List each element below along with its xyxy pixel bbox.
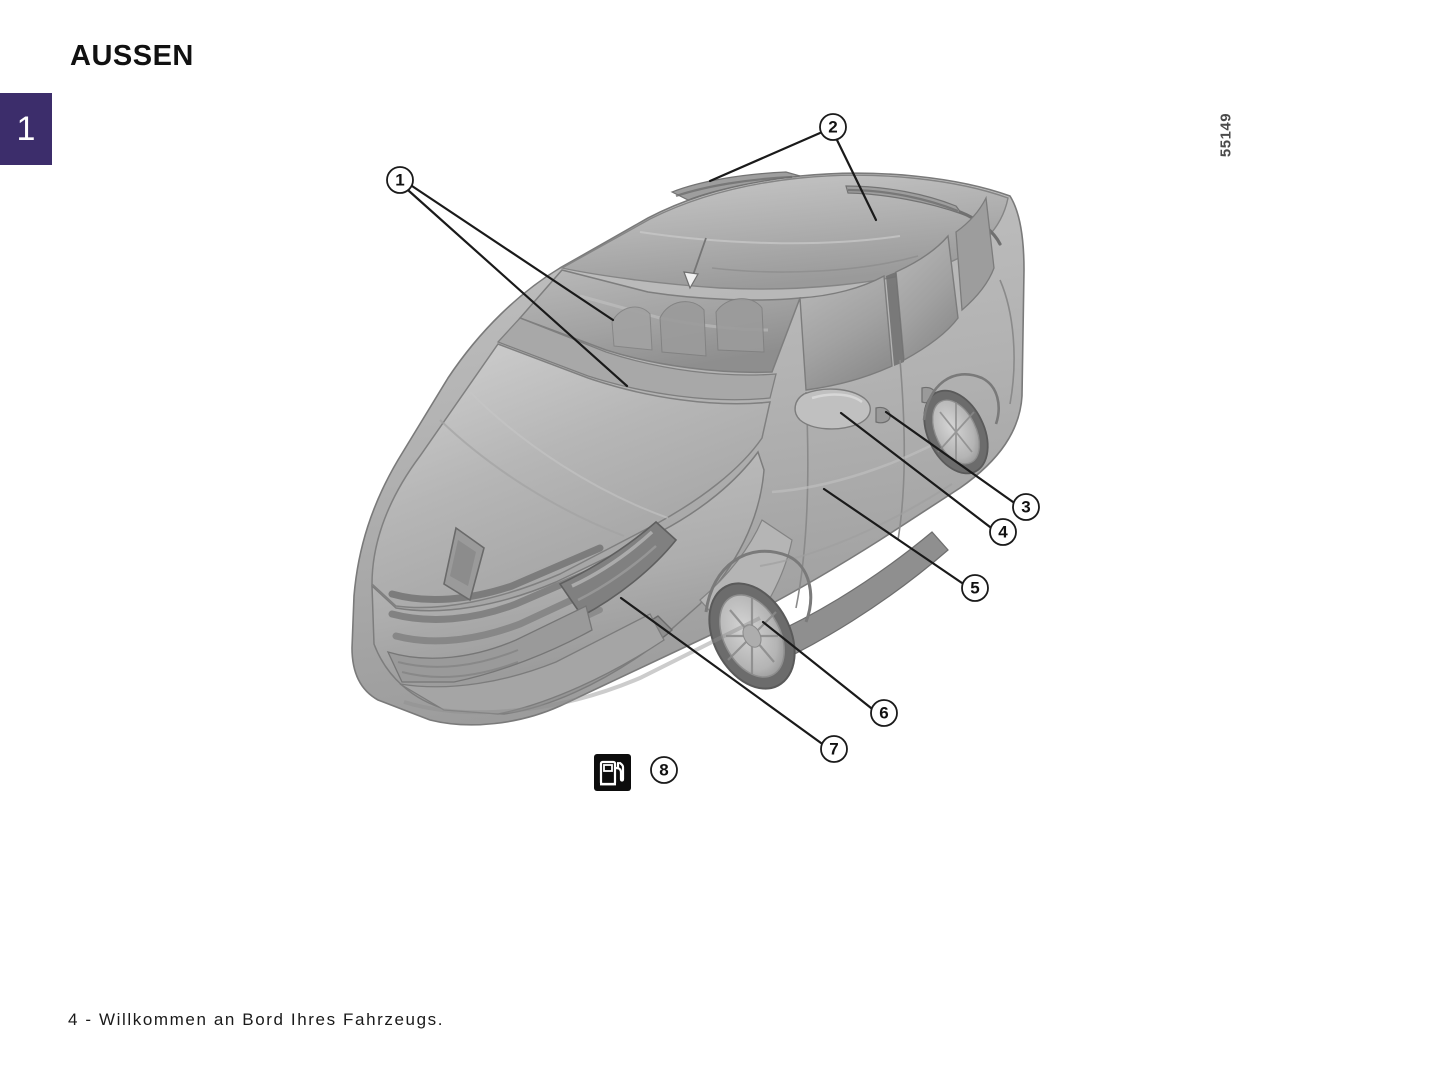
- chapter-tab: 1: [0, 93, 52, 165]
- callout-2[interactable]: 2: [819, 113, 847, 141]
- fog-lamp-bezel: [594, 615, 674, 671]
- cowl-panel: [496, 317, 777, 401]
- callout-1[interactable]: 1: [386, 166, 414, 194]
- leader-lines: [407, 131, 1015, 745]
- headlamp-drl: [577, 545, 657, 602]
- callout-7[interactable]: 7: [820, 735, 848, 763]
- door-handle-front: [875, 406, 891, 424]
- roof-rail-right-shadow: [847, 188, 959, 213]
- quarter-window: [955, 195, 995, 312]
- windscreen-wiper-arm: [519, 399, 697, 443]
- bonnet-crease-left: [439, 419, 625, 537]
- leader-4: [839, 411, 992, 529]
- fuel-pump-glyph: [599, 760, 625, 786]
- bonnet: [371, 343, 771, 609]
- fuel-pump-icon: [594, 754, 631, 791]
- side-crease: [771, 428, 961, 494]
- headlamp: [558, 520, 678, 618]
- page-footer: 4 - Willkommen an Bord Ihres Fahrzeugs.: [68, 1010, 445, 1029]
- windscreen-reflection: [579, 294, 769, 332]
- callout-8[interactable]: 8: [650, 756, 678, 784]
- chapter-number: 1: [16, 110, 36, 148]
- renault-logo-inner: [450, 540, 476, 586]
- fog-lamp-arrow: [613, 639, 647, 663]
- bumper-mesh: [397, 649, 519, 678]
- leader-2b: [835, 138, 878, 222]
- rear-wheel: [923, 389, 989, 475]
- front-fender: [699, 519, 793, 643]
- vehicle-silhouette: [351, 172, 1025, 726]
- front-bumper-skirt: [399, 613, 665, 715]
- rear-wheel-arch: [922, 373, 1000, 425]
- roof-seam: [711, 255, 919, 273]
- interior-seats: [611, 298, 765, 357]
- leader-1b: [407, 189, 629, 388]
- side-lower-crease: [759, 483, 953, 567]
- front-wheel: [708, 582, 796, 690]
- leader-2a: [708, 131, 822, 183]
- door-mirror-highlight: [811, 393, 863, 404]
- callout-3[interactable]: 3: [1012, 493, 1040, 521]
- front-fascia: [371, 450, 765, 715]
- door-shutline-rear: [897, 359, 906, 541]
- rear-quarter-edge: [999, 279, 1015, 405]
- front-wheel-arch: [704, 549, 813, 623]
- door-shutline-front: [795, 391, 809, 609]
- leader-1a: [410, 184, 615, 322]
- reference-code: 55149: [1213, 95, 1239, 175]
- callout-8-label: 8: [659, 761, 668, 780]
- callout-7-label: 7: [829, 740, 838, 759]
- windscreen: [518, 269, 802, 374]
- roof-ridge: [639, 231, 901, 245]
- roof-rail-left: [670, 171, 801, 201]
- roof-panel: [560, 174, 1009, 290]
- leader-5: [822, 487, 964, 585]
- roof-rail-rear: [958, 210, 1002, 246]
- b-pillar: [886, 272, 904, 366]
- bonnet-crease-right: [469, 391, 669, 519]
- roof-rail-right: [845, 185, 964, 216]
- renault-logo: [443, 526, 485, 602]
- callout-6[interactable]: 6: [870, 699, 898, 727]
- leader-6: [761, 620, 873, 710]
- callout-2-label: 2: [828, 118, 837, 137]
- roof-rail-left-shadow: [675, 175, 793, 198]
- callout-markers: 1 2 3 4 5 6 7: [386, 113, 1040, 784]
- door-mirror: [794, 388, 871, 430]
- callout-4[interactable]: 4: [989, 518, 1017, 546]
- reference-code-text: 55149: [1217, 112, 1235, 158]
- windscreen-wiper: [505, 389, 693, 441]
- door-handle-rear: [921, 386, 937, 404]
- leader-7: [619, 596, 823, 745]
- page-title: AUSSEN: [70, 40, 194, 72]
- rear-side-window: [895, 234, 959, 362]
- callout-3-label: 3: [1021, 498, 1030, 517]
- roof-arrow: [683, 237, 707, 290]
- underbody-shadow: [403, 616, 761, 715]
- lower-bumper-intake: [386, 605, 593, 683]
- leader-3: [884, 410, 1015, 504]
- front-grille: [388, 544, 610, 666]
- callout-4-label: 4: [998, 523, 1008, 542]
- front-side-window: [799, 274, 893, 391]
- headlamp-inner: [571, 530, 654, 588]
- vehicle-body: [351, 171, 1025, 726]
- callout-5[interactable]: 5: [961, 574, 989, 602]
- callout-6-label: 6: [879, 704, 888, 723]
- callout-5-label: 5: [970, 579, 979, 598]
- side-skirt: [739, 531, 949, 675]
- callout-1-label: 1: [395, 171, 404, 190]
